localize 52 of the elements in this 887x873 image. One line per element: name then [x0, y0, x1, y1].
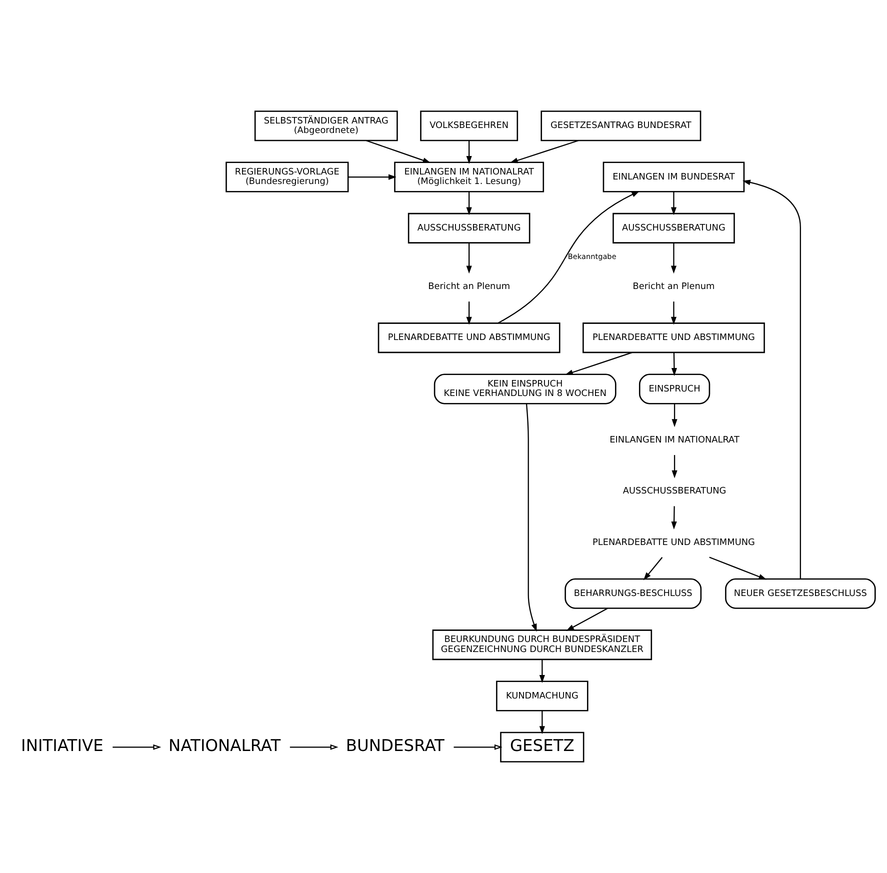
node-text: NATIONALRAT — [168, 736, 281, 756]
node-box: AUSSCHUSSBERATUNG — [612, 212, 735, 244]
node-box: KEIN EINSPRUCH KEINE VERHANDLUNG IN 8 WOCHEN — [434, 374, 616, 404]
arrow — [466, 192, 472, 216]
edge-label: Bekanntgabe — [568, 252, 616, 262]
arrow — [566, 608, 608, 631]
arrow — [539, 660, 545, 683]
arrow — [670, 192, 677, 216]
node-box: KUNDMACHUNG — [496, 680, 588, 712]
arrow — [466, 140, 472, 164]
arrow — [671, 506, 677, 530]
arrow — [526, 404, 537, 632]
arrow — [564, 352, 632, 376]
node-box: EINLANGEN IM BUNDESRAT — [602, 162, 745, 192]
node-box: NEUER GESETZESBESCHLUSS — [725, 578, 876, 609]
arrow — [510, 140, 578, 164]
arrow — [742, 180, 801, 579]
arrow — [466, 302, 472, 325]
arrow — [670, 302, 677, 325]
node-text: Bericht an Plenum — [428, 282, 510, 292]
arrow — [709, 556, 767, 580]
node-box: BEHARRUNGS-BESCHLUSS — [564, 578, 702, 609]
arrow — [366, 140, 431, 163]
arrow — [348, 174, 396, 180]
arrow — [454, 744, 502, 750]
node-box: SELBSTSTÄNDIGER ANTRAG (Abgeordnete) — [254, 110, 398, 142]
node-text: EINLANGEN IM NATIONALRAT — [610, 435, 740, 446]
node-box: VOLKSBEGEHREN — [420, 110, 518, 142]
arrow — [670, 243, 677, 274]
arrow — [539, 710, 545, 734]
node-box: GESETZ — [500, 732, 584, 762]
node-box: EINSPRUCH — [638, 374, 710, 404]
arrow — [112, 744, 162, 750]
arrow — [672, 455, 678, 478]
node-box: GESETZESANTRAG BUNDESRAT — [540, 110, 702, 142]
node-box: AUSSCHUSSBERATUNG — [408, 212, 530, 244]
arrow — [671, 352, 677, 376]
arrow — [498, 190, 640, 324]
node-box: REGIERUNGS-VORLAGE (Bundesregierung) — [226, 162, 349, 192]
node-text: INITIATIVE — [21, 736, 104, 756]
node-box: BEURKUNDUNG DURCH BUNDESPRÄSIDENT GEGENZEICHNUNG DURCH BUNDESKANZLER — [432, 630, 652, 660]
arrow — [466, 243, 472, 274]
node-box: EINLANGEN IM NATIONALRAT (Möglichkeit 1. Lesung) — [394, 162, 544, 192]
node-box: PLENARDEBATTE UND ABSTIMMUNG — [378, 322, 560, 354]
node-text: BUNDESRAT — [346, 736, 444, 756]
node-box: PLENARDEBATTE UND ABSTIMMUNG — [582, 322, 765, 354]
arrow — [643, 557, 663, 580]
node-text: Bericht an Plenum — [632, 282, 715, 292]
node-text: PLENARDEBATTE UND ABSTIMMUNG — [592, 538, 755, 548]
arrow — [672, 404, 678, 428]
node-text: AUSSCHUSSBERATUNG — [622, 486, 726, 497]
arrow — [290, 744, 338, 750]
